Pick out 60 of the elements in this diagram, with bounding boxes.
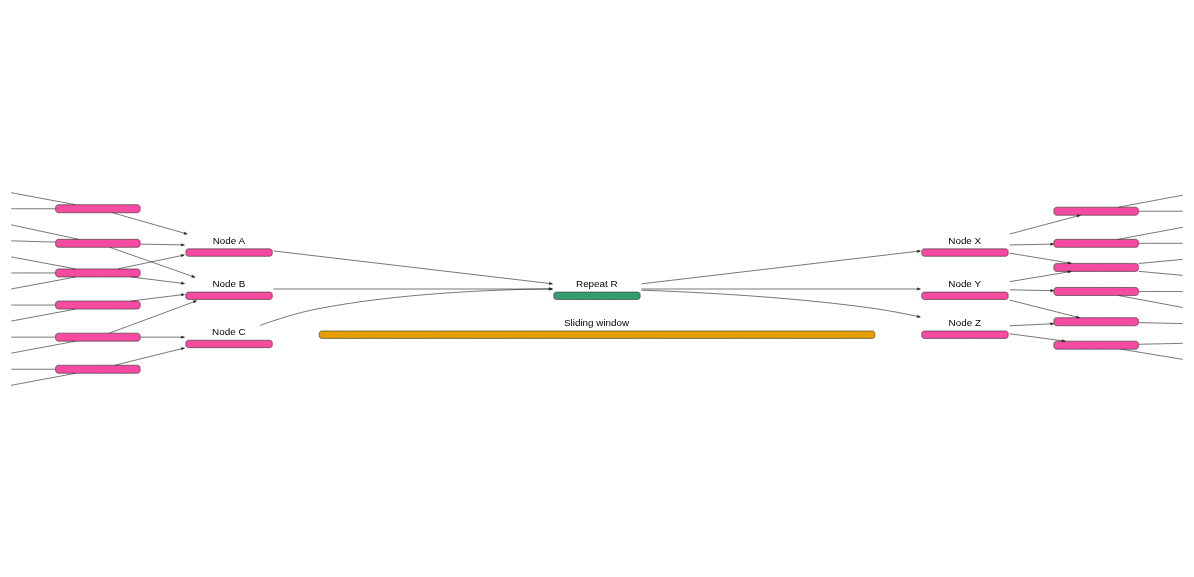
connector bbox=[1138, 210, 1184, 211]
connector bbox=[1138, 321, 1184, 324]
connector bbox=[1138, 342, 1184, 345]
arrow bbox=[114, 346, 185, 365]
arrow bbox=[1009, 214, 1081, 234]
node-label: Node X bbox=[948, 234, 982, 246]
arrow bbox=[1009, 270, 1072, 282]
node-label: Node A bbox=[212, 234, 246, 246]
arrow bbox=[1009, 299, 1080, 318]
connector bbox=[10, 272, 56, 273]
arrow bbox=[273, 250, 553, 285]
node-bar bbox=[55, 300, 141, 309]
arrow bbox=[109, 246, 196, 278]
arrow bbox=[1009, 242, 1055, 246]
arrow bbox=[117, 253, 185, 269]
connector bbox=[10, 191, 76, 205]
connector bbox=[10, 368, 56, 370]
connector bbox=[1138, 290, 1184, 292]
arrow bbox=[1009, 321, 1055, 326]
connector bbox=[10, 308, 76, 321]
connector bbox=[1118, 194, 1184, 207]
connector bbox=[1138, 258, 1184, 264]
arrow bbox=[641, 289, 921, 318]
connector bbox=[10, 256, 76, 269]
node-label: Node Z bbox=[948, 316, 981, 328]
connector bbox=[10, 240, 56, 242]
node-bar bbox=[55, 238, 141, 248]
connector bbox=[10, 340, 76, 353]
node-bar bbox=[55, 203, 141, 213]
connector bbox=[1118, 294, 1184, 308]
node-label: Node Y bbox=[948, 277, 981, 289]
node-bar bbox=[55, 268, 141, 277]
connector bbox=[10, 224, 79, 240]
arrow bbox=[112, 211, 188, 235]
connector bbox=[1138, 270, 1184, 276]
arrow bbox=[1009, 332, 1066, 342]
arrow bbox=[1009, 288, 1055, 292]
arrow bbox=[140, 335, 185, 339]
arrow bbox=[1009, 252, 1072, 264]
node-bar bbox=[1053, 238, 1139, 248]
node-bar bbox=[55, 332, 141, 341]
arrow bbox=[130, 292, 185, 301]
arrow bbox=[641, 287, 921, 290]
connector bbox=[1120, 348, 1184, 360]
node-label: Node B bbox=[212, 277, 246, 289]
connector bbox=[1118, 226, 1184, 240]
node-bar bbox=[55, 364, 141, 374]
node-label: Sliding window bbox=[563, 316, 630, 328]
arrow bbox=[130, 276, 185, 285]
node-bar bbox=[1053, 286, 1139, 296]
connector bbox=[10, 372, 76, 386]
arrow bbox=[641, 249, 921, 284]
connector bbox=[10, 304, 56, 305]
connector bbox=[1138, 242, 1184, 244]
connector bbox=[10, 276, 76, 289]
arrow bbox=[109, 300, 197, 333]
node-label: Node C bbox=[212, 325, 246, 337]
arrow bbox=[140, 243, 185, 246]
node-label: Repeat R bbox=[576, 277, 618, 289]
connector bbox=[10, 336, 56, 337]
